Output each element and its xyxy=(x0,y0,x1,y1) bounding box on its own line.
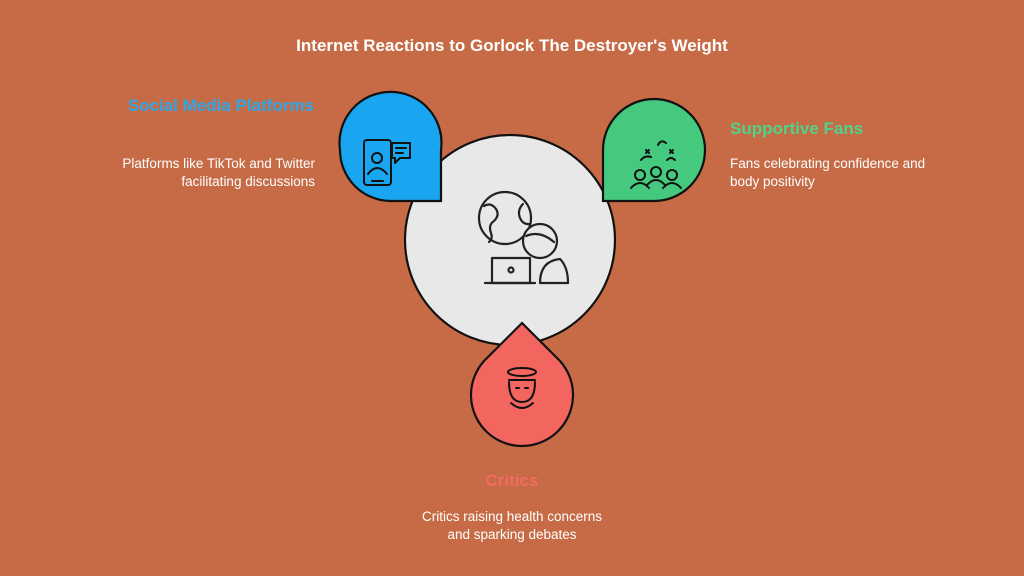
critic-person-icon xyxy=(507,367,537,409)
supportive-fans-heading: Supportive Fans xyxy=(730,119,864,138)
social-media-heading: Social Media Platforms xyxy=(127,96,314,115)
supportive-fans-drop xyxy=(601,97,707,203)
cheering-crowd-icon xyxy=(630,140,682,189)
internet-globe-laptop-icon xyxy=(477,190,570,285)
critics-heading: Critics xyxy=(485,471,539,490)
supportive-fans-description: Fans celebrating confidence and body pos… xyxy=(730,156,926,189)
diagram-title: Internet Reactions to Gorlock The Destro… xyxy=(296,36,728,55)
social-media-description: Platforms like TikTok and Twitter facili… xyxy=(122,156,315,189)
phone-chat-icon xyxy=(363,139,411,186)
critics-description: Critics raising health concerns and spar… xyxy=(421,509,603,542)
critics-drop xyxy=(469,321,575,448)
